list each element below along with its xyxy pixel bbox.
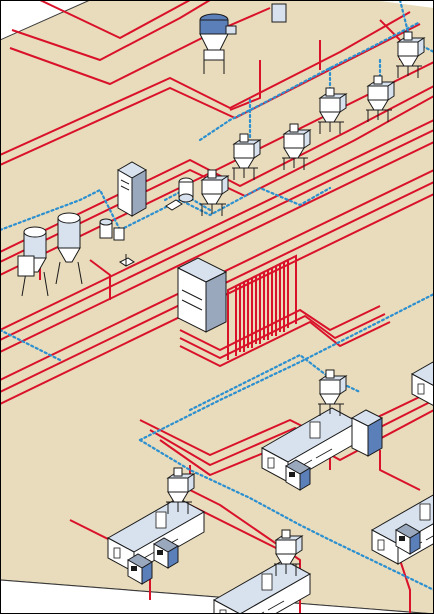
control-cabinet-icon xyxy=(118,162,146,216)
manifold-icon xyxy=(178,258,226,332)
hopper-dryer-icon xyxy=(352,410,382,456)
